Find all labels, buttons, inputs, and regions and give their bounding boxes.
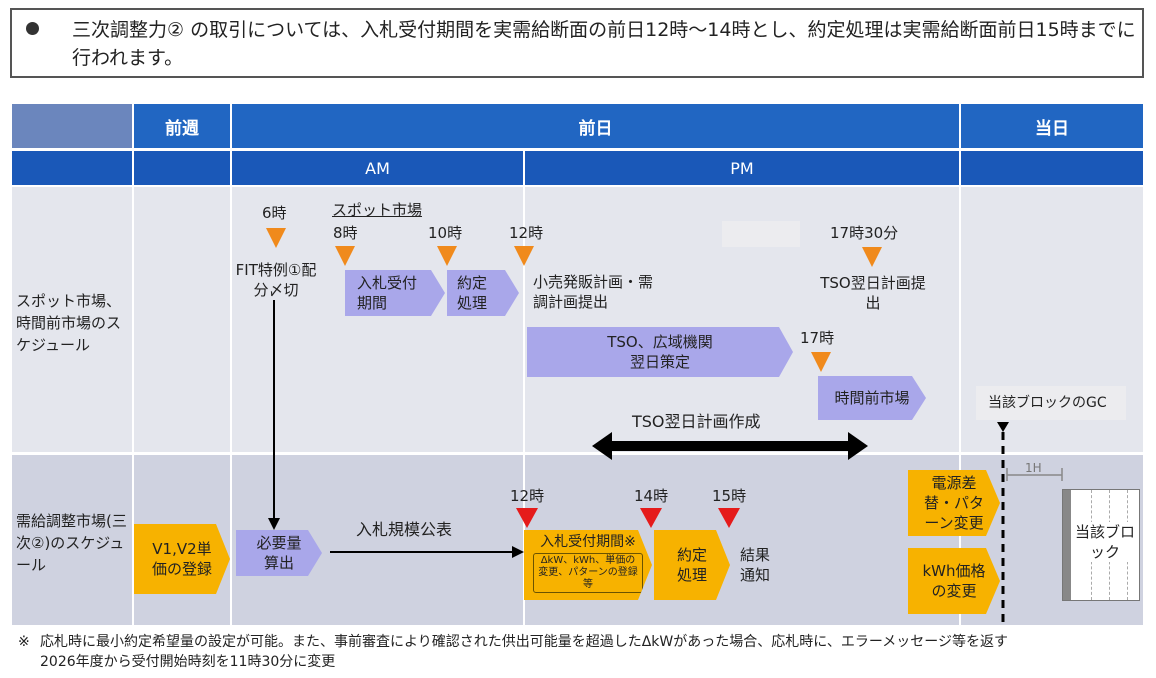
bullet-icon bbox=[26, 22, 39, 35]
bal-contract-text: 約定処理 bbox=[676, 546, 707, 584]
announce-label: 入札規模公表 bbox=[356, 520, 453, 539]
marker-14-icon bbox=[640, 508, 662, 528]
source-change-text: 電源差替・パターン変更 bbox=[923, 474, 984, 532]
spot-row-bg bbox=[12, 187, 1143, 452]
marker-17-icon bbox=[811, 352, 831, 372]
header-blank bbox=[12, 104, 132, 148]
time-8: 8時 bbox=[333, 224, 358, 242]
marker-1730-icon bbox=[862, 247, 882, 267]
gc-label: 当該ブロックのGC bbox=[988, 395, 1107, 411]
marker-10-icon bbox=[437, 246, 457, 266]
required-text: 必要量算出 bbox=[256, 534, 302, 572]
bal-bid-detail: ΔkW、kWh、単価の変更、パターンの登録等 bbox=[533, 553, 643, 593]
masked-area bbox=[722, 221, 800, 247]
required-box: 必要量算出 bbox=[236, 530, 322, 576]
kwh-change-text: kWh価格の変更 bbox=[922, 562, 986, 600]
row-label-balancing: 需給調整市場(三次②)のスケジュール bbox=[16, 512, 127, 574]
marker-8-icon bbox=[335, 246, 355, 266]
header-today: 当日 bbox=[961, 104, 1143, 148]
gc-dashed-line bbox=[1001, 432, 1005, 622]
footnote-line1: 応札時に最小約定希望量の設定が可能。また、事前審査により確認された供出可能量を超… bbox=[40, 634, 1008, 650]
target-block-label: 当該ブロック bbox=[1075, 522, 1136, 562]
source-change-box: 電源差替・パターン変更 bbox=[908, 470, 1000, 536]
marker-6-icon bbox=[266, 228, 286, 248]
header-prev-day: 前日 bbox=[232, 104, 959, 148]
time-12-bal: 12時 bbox=[510, 487, 545, 505]
spot-bid-period: 入札受付期間 bbox=[345, 270, 445, 316]
spot-bid-period-text: 入札受付期間 bbox=[357, 274, 418, 312]
header-prev-week: 前週 bbox=[134, 104, 230, 148]
marker-12-bal-icon bbox=[516, 508, 538, 528]
footnote-line2: 2026年度から受付開始時刻を11時30分に変更 bbox=[40, 654, 336, 670]
spot-contract: 約定処理 bbox=[447, 270, 519, 316]
target-block: 当該ブロック bbox=[1062, 489, 1140, 601]
gc-marker-icon bbox=[997, 422, 1009, 432]
spot-market-label: スポット市場 bbox=[332, 201, 423, 219]
marker-12-spot-icon bbox=[514, 246, 534, 266]
tso-wide-box: TSO、広域機関翌日策定 bbox=[527, 327, 793, 377]
bal-bid-period-box: 入札受付期間※ ΔkW、kWh、単価の変更、パターンの登録等 bbox=[524, 530, 652, 600]
marker-15-icon bbox=[718, 508, 740, 528]
kwh-change-box: kWh価格の変更 bbox=[908, 548, 1000, 614]
fit-down-arrow bbox=[268, 300, 280, 530]
gc-label-bg bbox=[976, 386, 1126, 420]
intro-text: 三次調整力② の取引については、入札受付期間を実需給断面の前日12時～14時とし… bbox=[72, 19, 1136, 69]
spot-contract-text: 約定処理 bbox=[457, 274, 488, 312]
subheader-blank-week bbox=[134, 151, 230, 185]
subheader-am: AM bbox=[232, 151, 523, 185]
time-10: 10時 bbox=[428, 224, 463, 242]
intro-box: 三次調整力② の取引については、入札受付期間を実需給断面の前日12時～14時とし… bbox=[10, 8, 1144, 78]
time-6: 6時 bbox=[262, 204, 287, 222]
time-17: 17時 bbox=[800, 329, 835, 347]
intraday-text: 時間前市場 bbox=[834, 389, 910, 407]
subheader-pm: PM bbox=[525, 151, 959, 185]
tso-create-arrow bbox=[592, 432, 868, 460]
time-1730: 17時30分 bbox=[830, 224, 899, 242]
fit-deadline: FIT特例①配分〆切 bbox=[235, 261, 317, 299]
subheader-blank-today bbox=[961, 151, 1143, 185]
one-hour-bracket bbox=[1006, 468, 1063, 481]
time-14: 14時 bbox=[634, 487, 669, 505]
result-notice: 結果通知 bbox=[740, 546, 771, 584]
row-label-spot: スポット市場、時間前市場のスケジュール bbox=[16, 292, 122, 354]
retail-plan: 小売発販計画・需調計画提出 bbox=[533, 273, 654, 311]
v-register-box: V1,V2単価の登録 bbox=[134, 524, 230, 594]
tso-plan-submit: TSO翌日計画提出 bbox=[820, 274, 926, 312]
tso-create-label: TSO翌日計画作成 bbox=[632, 412, 761, 431]
bal-bid-period-title: 入札受付期間※ bbox=[540, 534, 636, 550]
subheader-blank bbox=[12, 151, 132, 185]
one-hour-label: 1H bbox=[1025, 461, 1042, 475]
announce-arrow bbox=[330, 546, 524, 558]
v-register-text: V1,V2単価の登録 bbox=[151, 540, 212, 578]
tso-wide-text: TSO、広域機関翌日策定 bbox=[607, 333, 713, 371]
bal-contract-box: 約定処理 bbox=[654, 530, 730, 600]
footnote-mark: ※ bbox=[18, 634, 30, 650]
time-12-spot: 12時 bbox=[509, 224, 544, 242]
time-15: 15時 bbox=[712, 487, 747, 505]
intraday-box: 時間前市場 bbox=[818, 376, 926, 420]
